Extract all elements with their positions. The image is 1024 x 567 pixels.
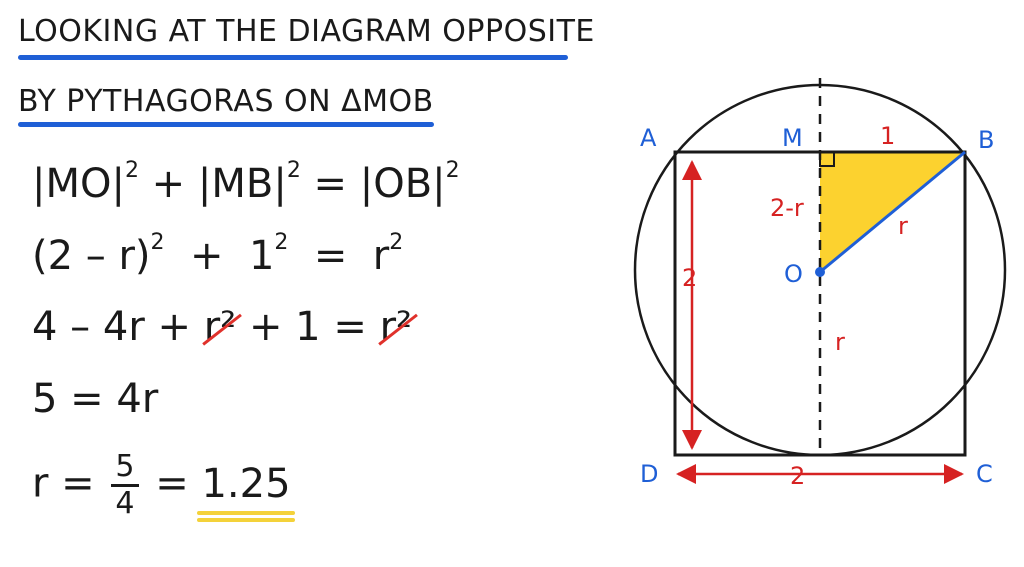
point-label-o: O [784, 260, 803, 288]
eq5-answer: 1.25 [197, 460, 295, 522]
eq3-cancelled-r-squared-right: r² [379, 304, 413, 350]
eq2-right-exponent: 2 [389, 230, 404, 255]
eq2-equals: = [313, 233, 348, 279]
eq5-numerator: 5 [111, 450, 139, 487]
equation-2: (2 – r)2 + 12 = r2 [32, 230, 403, 279]
point-label-m: M [782, 124, 803, 152]
eq1-mo-term: |MO| [32, 161, 125, 207]
point-label-b: B [978, 126, 994, 154]
eq2-plus: + [189, 233, 224, 279]
eq1-equals: = [313, 161, 348, 207]
heading-line-1: LOOKING AT THE DIAGRAM OPPOSITE [18, 14, 595, 49]
eq5-lhs: r = [32, 460, 95, 507]
eq1-mb-exponent: 2 [286, 158, 301, 183]
point-label-d: D [640, 460, 658, 488]
measure-dc: 2 [790, 462, 805, 490]
equation-3: 4 – 4r + r² + 1 = r² [32, 304, 412, 350]
answer-highlight-2 [197, 517, 295, 522]
eq5-equals: = [155, 460, 189, 507]
eq5-denominator: 4 [115, 486, 135, 521]
eq1-mb-term: |MB| [197, 161, 287, 207]
point-label-a: A [640, 124, 657, 152]
measure-ob: r [898, 212, 908, 240]
point-label-c: C [976, 460, 993, 488]
equation-5: r = 5 4 = 1.25 [32, 450, 295, 522]
eq2-left-exponent: 2 [150, 230, 165, 255]
eq1-mo-exponent: 2 [124, 158, 139, 183]
measure-o-bottom: r [835, 328, 845, 356]
eq2-left-term: (2 – r) [32, 233, 151, 279]
eq3-middle: + 1 = [248, 304, 367, 350]
eq5-fraction: 5 4 [111, 450, 139, 521]
answer-highlight-1 [197, 510, 295, 515]
eq1-ob-exponent: 2 [445, 158, 460, 183]
eq3-start: 4 – 4r + [32, 304, 192, 350]
heading-line-2-underline [18, 122, 434, 127]
heading-line-2: BY PYTHAGORAS ON ΔMOB [18, 84, 434, 119]
eq1-ob-term: |OB| [359, 161, 446, 207]
geometry-diagram: A M B O D C 1 2-r r 2 2 r [633, 78, 1007, 490]
heading-line-1-underline [18, 55, 568, 60]
equation-4: 5 = 4r [32, 376, 159, 422]
eq1-plus: + [151, 161, 186, 207]
right-angle-marker [819, 151, 835, 167]
equation-1: |MO|2 + |MB|2 = |OB|2 [32, 158, 460, 207]
measure-mb: 1 [880, 122, 895, 150]
measure-ad: 2 [682, 264, 697, 292]
hypotenuse-ob [819, 150, 966, 274]
eq2-one: 1 [248, 233, 275, 279]
measure-mo: 2-r [770, 194, 804, 222]
eq3-cancelled-r-squared: r² [203, 304, 237, 350]
center-point-o [815, 267, 825, 277]
eq5-answer-value: 1.25 [201, 460, 291, 507]
eq2-right-term: r [372, 233, 390, 279]
eq2-one-exponent: 2 [274, 230, 289, 255]
